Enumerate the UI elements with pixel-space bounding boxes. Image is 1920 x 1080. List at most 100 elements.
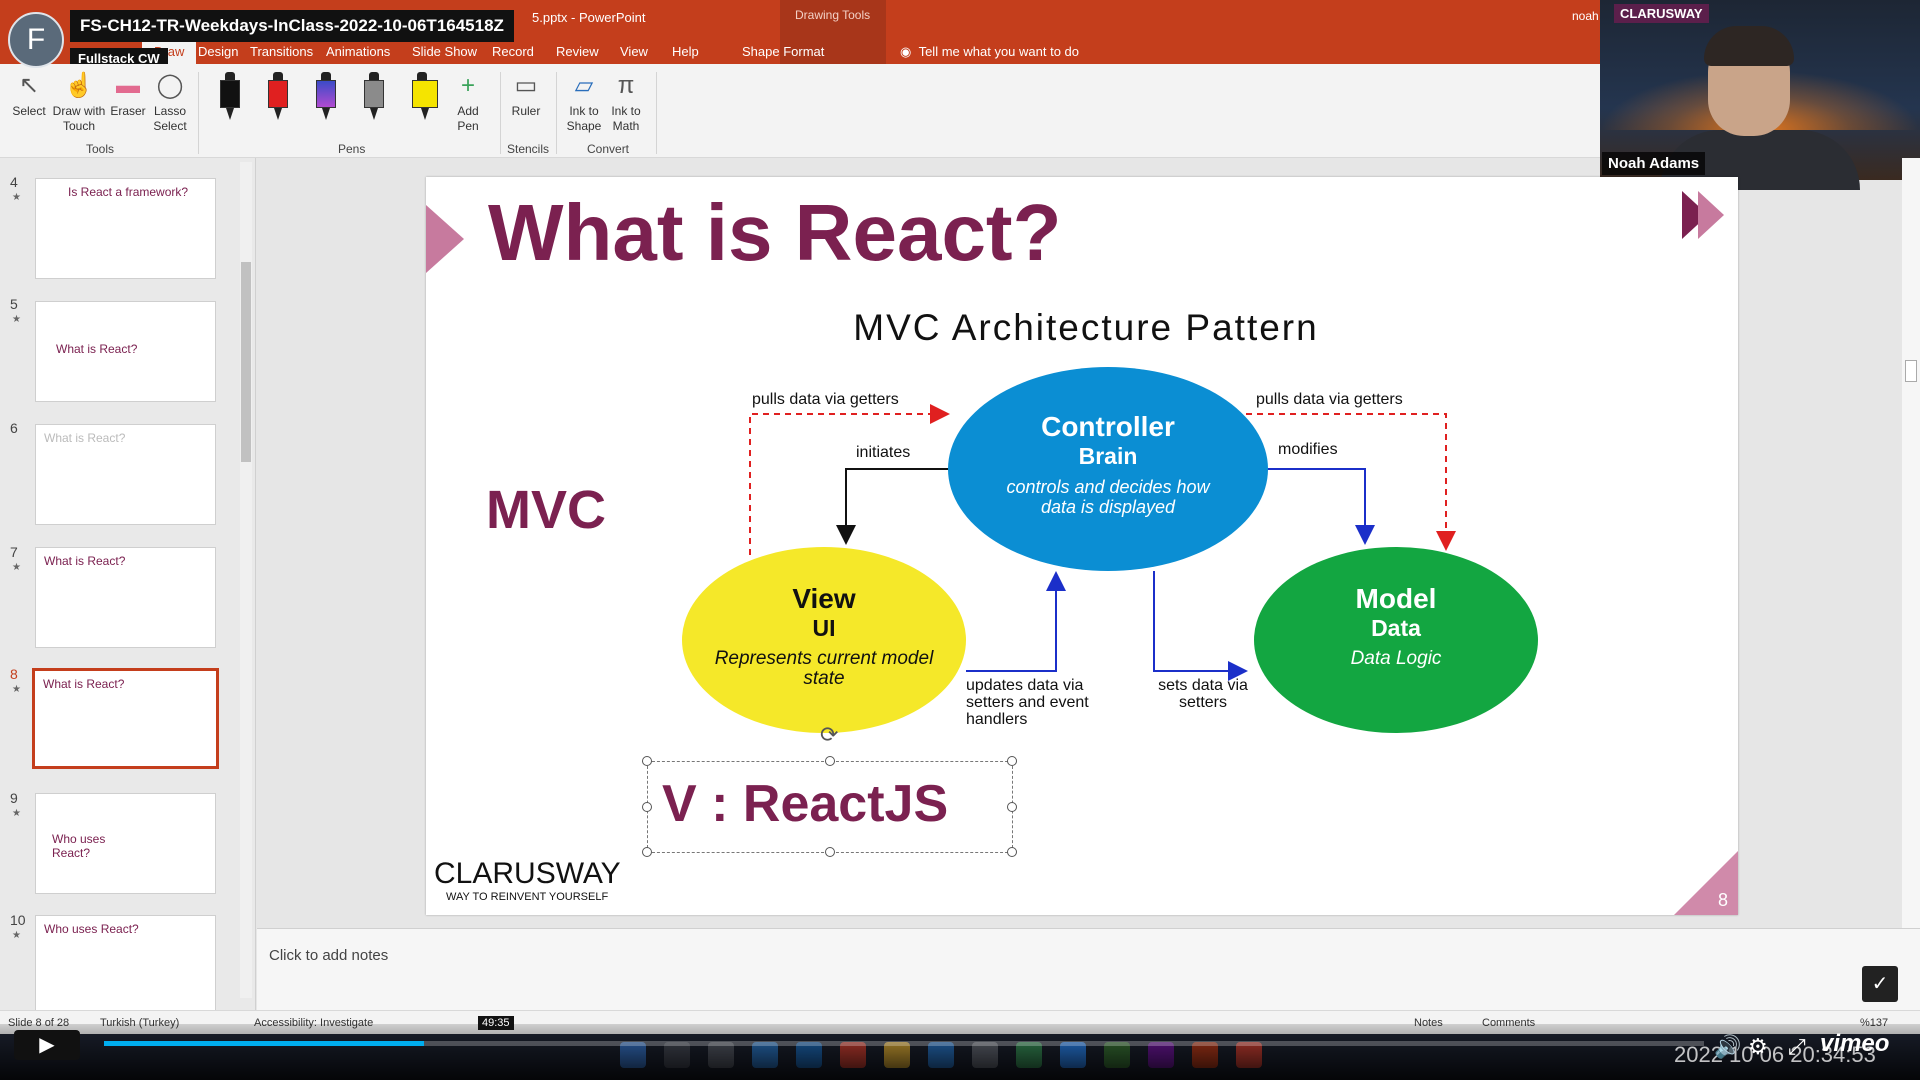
page-corner-decoration (1674, 851, 1738, 915)
lightbulb-icon: ◉ (900, 44, 912, 59)
ribbon-tabs: Draw Design Transitions Animations Slide… (0, 40, 1600, 66)
view-sub: UI (812, 615, 836, 641)
star-icon: ★ (12, 192, 21, 203)
select-button[interactable]: ↖ Select (10, 70, 48, 119)
model-desc: Data Logic (1350, 648, 1442, 669)
arrow-view-to-controller (749, 404, 950, 555)
tab-slide-show[interactable]: Slide Show (412, 44, 478, 59)
draw-with-touch-button[interactable]: ☝Draw with Touch (50, 70, 108, 134)
add-pen-button[interactable]: +Add Pen (450, 70, 486, 134)
slide-title[interactable]: What is React? (488, 188, 1062, 277)
highlighter-yellow[interactable] (412, 72, 438, 120)
webcam-feed: CLARUSWAY Noah Adams (1600, 0, 1920, 190)
resize-handle[interactable] (642, 802, 652, 812)
vimeo-logo[interactable]: vimeo (1820, 1030, 1890, 1057)
group-divider (656, 72, 657, 154)
tell-me-label: Tell me what you want to do (918, 44, 1079, 59)
tab-review[interactable]: Review (556, 44, 599, 59)
ink-to-shape-button[interactable]: ▱Ink to Shape (564, 70, 604, 134)
resize-handle[interactable] (1007, 847, 1017, 857)
resize-handle[interactable] (1007, 802, 1017, 812)
controller-node[interactable]: Controller Brain controls and decides ho… (948, 367, 1268, 571)
channel-avatar[interactable]: F (8, 12, 64, 68)
tab-help[interactable]: Help (672, 44, 699, 59)
thumbnail-slide-5[interactable]: What is React? (35, 301, 216, 402)
textbox-text[interactable]: V : ReactJS (662, 775, 949, 833)
notes-pane[interactable]: Click to add notes (257, 928, 1920, 1014)
slide-number: 10 (10, 912, 26, 928)
resize-handle[interactable] (825, 847, 835, 857)
settings-icon[interactable]: ⚙ (1748, 1034, 1768, 1059)
mvc-label[interactable]: MVC (486, 480, 606, 540)
thumbnail-slide-9[interactable]: Who uses React? (35, 793, 216, 894)
resize-handle[interactable] (1007, 756, 1017, 766)
resize-handle[interactable] (825, 756, 835, 766)
resize-handle[interactable] (642, 847, 652, 857)
thumbnail-title: Who uses React? (52, 832, 106, 860)
model-node[interactable]: Model Data Data Logic (1254, 547, 1538, 733)
tell-me-box[interactable]: ◉ Tell me what you want to do (900, 44, 1079, 60)
tab-record[interactable]: Record (492, 44, 534, 59)
video-title[interactable]: FS-CH12-TR-Weekdays-InClass-2022-10-06T1… (70, 10, 514, 42)
clarusway-wordmark: CLARUSWAY (434, 857, 621, 890)
ruler-button[interactable]: ▭Ruler (508, 70, 544, 119)
label-initiates: initiates (856, 444, 911, 461)
view-node[interactable]: View UI Represents current model state (682, 547, 966, 733)
select-label: Select (12, 104, 46, 118)
user-name[interactable]: noah (1572, 9, 1599, 23)
rotate-handle-icon[interactable]: ⟳ (820, 722, 839, 747)
thumbnails-scrollbar[interactable] (240, 162, 252, 998)
star-icon: ★ (12, 562, 21, 573)
thumbnail-slide-8[interactable]: What is React? (32, 668, 219, 769)
label-sets: sets data via setters (1158, 677, 1248, 711)
progress-bar[interactable] (104, 1041, 1704, 1046)
selected-textbox[interactable]: ⟳ V : ReactJS (642, 722, 1017, 857)
play-icon[interactable]: ▶ (14, 1030, 80, 1060)
scrollbar-thumb[interactable] (241, 262, 251, 462)
pen-black[interactable] (220, 72, 240, 120)
progress-fill (104, 1041, 424, 1046)
pen-red[interactable] (268, 72, 288, 120)
thumbnail-slide-10[interactable]: Who uses React? (35, 915, 216, 1016)
fullscreen-icon[interactable]: ⤢ (1788, 1034, 1806, 1059)
editor-scrollbar[interactable] (1902, 158, 1920, 928)
slide-number: 5 (10, 296, 18, 312)
app-title: 5.pptx - PowerPoint (532, 10, 646, 25)
arrow-controller-sets-model (1153, 571, 1248, 681)
tab-shape-format[interactable]: Shape Format (732, 44, 835, 66)
arrow-controller-to-view (836, 468, 956, 545)
model-sub: Data (1371, 615, 1421, 641)
slide-number: 6 (10, 420, 18, 436)
group-divider (556, 72, 557, 154)
label-pulls-right: pulls data via getters (1256, 391, 1403, 408)
group-divider (198, 72, 199, 154)
slide-number: 8 (10, 666, 18, 682)
ink-math-label: Ink to Math (611, 104, 641, 133)
eraser-button[interactable]: ▬Eraser (110, 70, 146, 119)
scrollbar-thumb[interactable] (1905, 360, 1917, 382)
thumbnail-slide-7[interactable]: What is React? (35, 547, 216, 648)
volume-icon[interactable]: 🔊 (1714, 1034, 1742, 1059)
star-icon: ★ (12, 684, 21, 695)
ruler-icon: ▭ (514, 72, 538, 99)
lasso-icon: ◯ (156, 72, 184, 99)
tab-animations[interactable]: Animations (326, 44, 391, 59)
lasso-select-button[interactable]: ◯Lasso Select (150, 70, 190, 134)
tab-design[interactable]: Design (198, 44, 239, 59)
thumbnail-slide-6[interactable]: What is React? (35, 424, 216, 525)
pen-gray[interactable] (364, 72, 384, 120)
resize-handle[interactable] (642, 756, 652, 766)
slide-canvas[interactable]: What is React? MVC Architecture Pattern … (426, 177, 1738, 915)
diagram-heading[interactable]: MVC Architecture Pattern (853, 307, 1319, 348)
thumbnail-title: What is React? (44, 554, 126, 568)
tab-transitions[interactable]: Transitions (250, 44, 314, 59)
pen-galaxy[interactable] (316, 72, 336, 120)
arrow-view-updates-controller (966, 571, 1066, 672)
thumbnail-slide-4[interactable]: Is React a framework? (35, 178, 216, 279)
tab-view[interactable]: View (620, 44, 648, 59)
check-icon[interactable]: ✓ (1862, 966, 1898, 1002)
cursor-icon: ↖ (18, 72, 40, 99)
channel-name[interactable]: Fullstack CW (70, 48, 168, 69)
